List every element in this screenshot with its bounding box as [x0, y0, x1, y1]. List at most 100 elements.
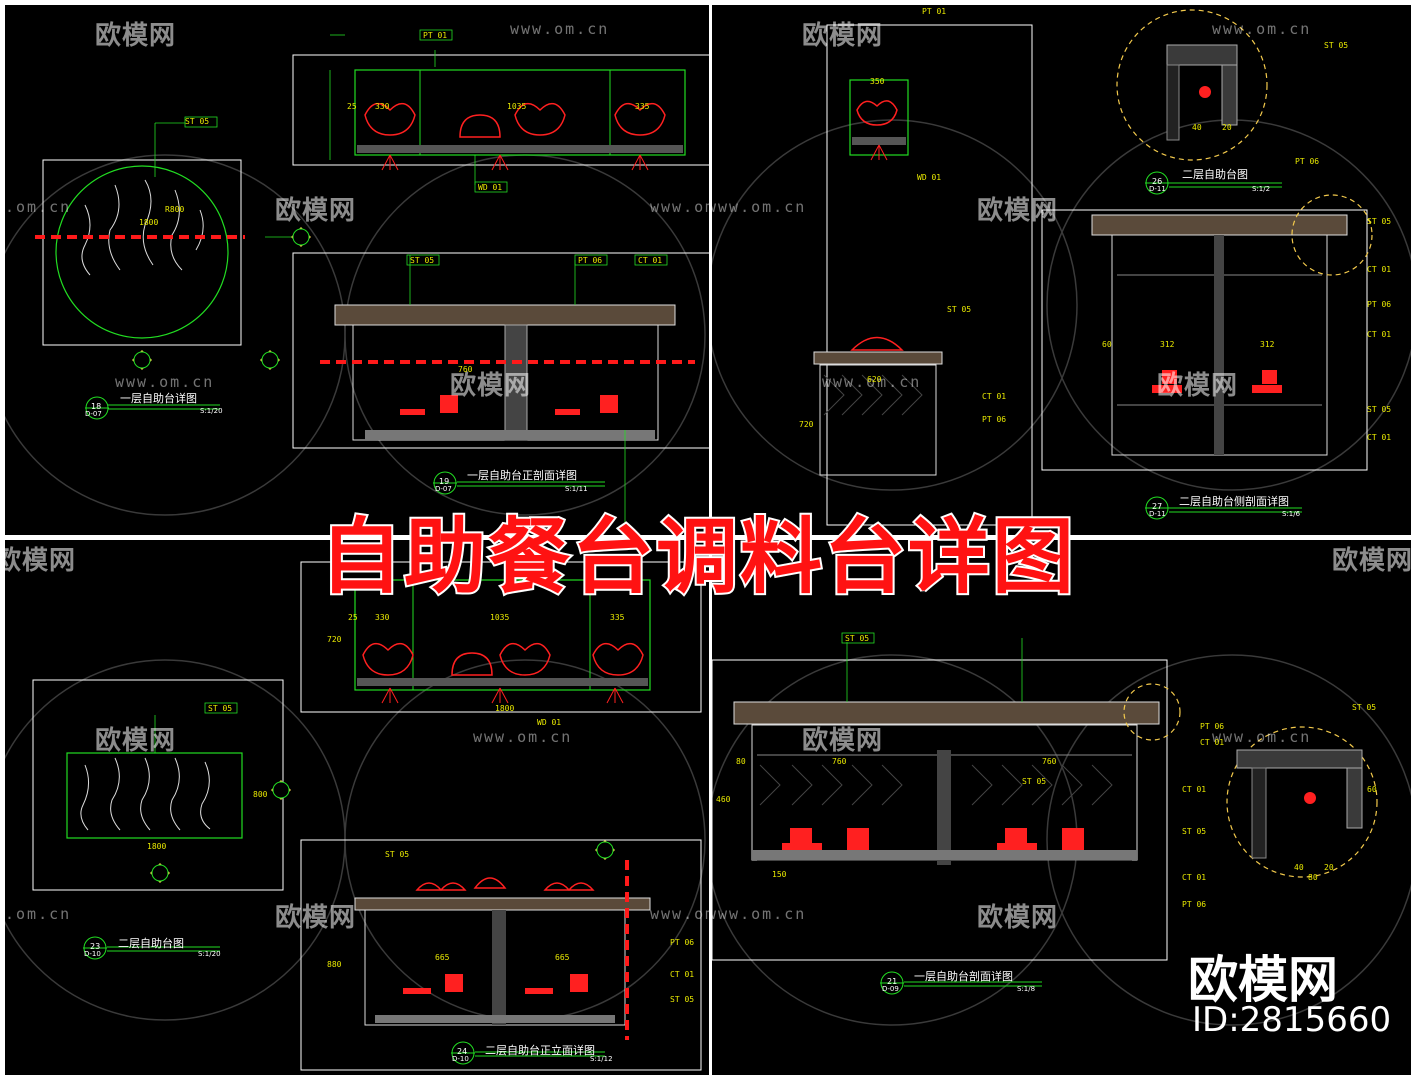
tag-pt01: PT 01: [423, 31, 448, 40]
drawing-scale: S:1/8: [1017, 985, 1036, 993]
watermark-logo: 欧模网: [977, 196, 1059, 226]
panel-first-floor-buffet: 欧模网 欧模网 欧模网 www.om.cn .om.cn www.om.cn w…: [5, 5, 709, 535]
dimension: 460: [716, 795, 731, 804]
dimension: 720: [799, 420, 814, 429]
drawing-scale: S:1/2: [1252, 185, 1271, 193]
dimension: 335: [610, 613, 625, 622]
watermark-logo: 欧模网: [95, 726, 177, 756]
drawing-title: 二层自助台图: [1182, 168, 1248, 181]
watermark-url: www.om.cn: [650, 198, 709, 216]
dimension: 312: [1260, 340, 1275, 349]
tag-pt06: PT 06: [1200, 722, 1225, 731]
drawing-title: 一层自助台剖面详图: [914, 970, 1013, 983]
dimension: 60: [1367, 785, 1377, 794]
dimension: 350: [870, 77, 885, 86]
first-floor-drawing: [5, 29, 709, 525]
dimension: 760: [458, 365, 473, 374]
brand-id: ID:2815660: [1192, 1000, 1392, 1040]
drawing-title: 一层自助台详图: [120, 392, 197, 405]
dimension: 80: [1308, 873, 1318, 882]
first-floor-section-drawing: [712, 632, 1411, 1026]
dimension: 880: [327, 960, 342, 969]
tag-ct01: CT 01: [1200, 738, 1225, 747]
dimension: 1035: [490, 613, 510, 622]
page-title: 自助餐台调料台详图: [318, 508, 1077, 607]
watermark-url: .om.cn: [5, 198, 72, 216]
dimension: 60: [1102, 340, 1112, 349]
panel-second-floor-front: 欧模网 欧模网 欧模网 www.om.cn .om.cn www.om.cn 2…: [5, 540, 709, 1075]
dimension: 25: [347, 102, 357, 111]
watermark-url: www.om.cn: [650, 905, 709, 923]
tag-ct01: CT 01: [1367, 265, 1392, 274]
panel-first-floor-section: 欧模网 欧模网 欧模网 www.om.cn www.om.cn 21 D-09 …: [712, 540, 1411, 1075]
tag-wd01: WD 01: [537, 718, 562, 727]
dimension: 40: [1294, 863, 1304, 872]
drawing-ref: D-10: [452, 1055, 469, 1063]
dimension: 80: [736, 757, 746, 766]
watermark-logo: 欧模网: [5, 546, 77, 576]
tag-st05: ST 05: [1022, 777, 1047, 786]
tag-pt06: PT 06: [982, 415, 1007, 424]
tag-pt01: PT 01: [922, 7, 947, 16]
tag-st05: ST 05: [410, 256, 435, 265]
watermark-logo: 欧模网: [275, 903, 357, 933]
drawing-number: 18: [91, 402, 102, 411]
watermark-url: .om.cn: [5, 905, 72, 923]
tag-st05: ST 05: [385, 850, 410, 859]
dimension: 1800: [139, 218, 159, 227]
tag-st05: ST 05: [1182, 827, 1207, 836]
dimension: 760: [1042, 757, 1057, 766]
tag-st05: ST 05: [1367, 217, 1392, 226]
drawing-number: 19: [439, 477, 450, 486]
tag-st05: ST 05: [1367, 405, 1392, 414]
drawing-number: 26: [1152, 177, 1163, 186]
tag-st05: ST 05: [845, 634, 870, 643]
brand-name: 欧模网: [1188, 951, 1338, 1009]
watermark-url: www.om.cn: [712, 198, 807, 216]
tag-st05: ST 05: [947, 305, 972, 314]
dimension: 1800: [495, 704, 515, 713]
tag-wd01: WD 01: [917, 173, 942, 182]
dimension: 620: [867, 375, 882, 384]
tag-pt06: PT 06: [670, 938, 695, 947]
panel-second-floor-side-section: 欧模网 欧模网 欧模网 www.om.cn www.om.cn www.om.c…: [712, 5, 1411, 535]
drawing-scale: S:1/20: [198, 950, 221, 958]
drawing-ref: D-07: [435, 485, 452, 493]
drawing-number: 21: [887, 977, 898, 986]
watermark-logo: 欧模网: [802, 21, 884, 51]
watermark-url: www.om.cn: [822, 373, 922, 391]
tag-pt06: PT 06: [578, 256, 603, 265]
watermark-url: www.om.cn: [473, 728, 573, 746]
dimension: 20: [1324, 863, 1334, 872]
dimension: 665: [435, 953, 450, 962]
dimension: 20: [1222, 123, 1232, 132]
drawing-number: 27: [1152, 502, 1163, 511]
watermark-logo: 欧模网: [95, 21, 177, 51]
drawing-title: 二层自助台正立面详图: [485, 1044, 595, 1057]
tag-ct01: CT 01: [670, 970, 695, 979]
dimension: 150: [772, 870, 787, 879]
tag-ct01: CT 01: [1367, 433, 1392, 442]
drawing-title: 二层自助台图: [118, 937, 184, 950]
watermark-url: www.om.cn: [712, 905, 807, 923]
drawing-scale: S:1/11: [565, 485, 588, 493]
watermark-url: www.om.cn: [1212, 728, 1312, 746]
watermark-logo: 欧模网: [977, 903, 1059, 933]
tag-ct01: CT 01: [638, 256, 663, 265]
tag-pt06: PT 06: [1295, 157, 1320, 166]
drawing-scale: S:1/20: [200, 407, 223, 415]
tag-ct01: CT 01: [982, 392, 1007, 401]
watermark-url: www.om.cn: [1212, 20, 1312, 38]
drawing-number: 24: [457, 1047, 468, 1056]
dimension: 335: [635, 102, 650, 111]
watermark-logo: 欧模网: [1332, 546, 1411, 576]
watermark-logo: 欧模网: [450, 371, 532, 401]
dimension: 665: [555, 953, 570, 962]
dimension: 25: [348, 613, 358, 622]
drawing-scale: S:1/6: [1282, 510, 1301, 518]
drawing-title: 二层自助台侧剖面详图: [1179, 495, 1289, 508]
dimension: 330: [375, 613, 390, 622]
drawing-title: 一层自助台正剖面详图: [467, 469, 577, 482]
watermark-logo: 欧模网: [275, 196, 357, 226]
tag-st05: ST 05: [185, 117, 210, 126]
